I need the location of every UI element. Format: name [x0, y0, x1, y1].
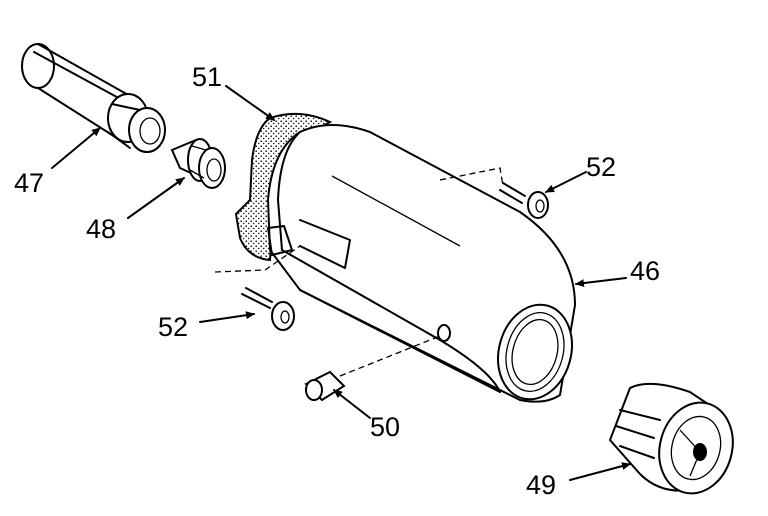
label-47: 47 [14, 168, 44, 198]
leader-48 [127, 177, 185, 219]
part-50-setscrew [304, 335, 441, 402]
part-51-gasket [234, 112, 333, 262]
label-50: 50 [370, 412, 400, 442]
part-52-top-screw [439, 167, 549, 219]
leader-50 [333, 389, 371, 419]
leader-47 [51, 127, 101, 169]
leader-lines [51, 85, 631, 481]
label-49: 49 [526, 470, 556, 500]
label-48: 48 [86, 214, 116, 244]
label-46: 46 [630, 256, 660, 286]
part-49-cartridge [608, 382, 734, 495]
leader-49 [569, 462, 631, 481]
part-48-tip [170, 138, 226, 189]
label-52-left: 52 [158, 312, 188, 342]
label-52-top: 52 [586, 152, 616, 182]
leader-46 [575, 277, 627, 288]
part-52-left-screw [214, 245, 301, 331]
leader-51 [225, 85, 275, 121]
label-51: 51 [192, 62, 222, 92]
part-47-tube [21, 43, 166, 153]
leader-52-left [199, 311, 255, 323]
leader-52-top [545, 171, 587, 193]
part-46-housing [266, 124, 577, 403]
